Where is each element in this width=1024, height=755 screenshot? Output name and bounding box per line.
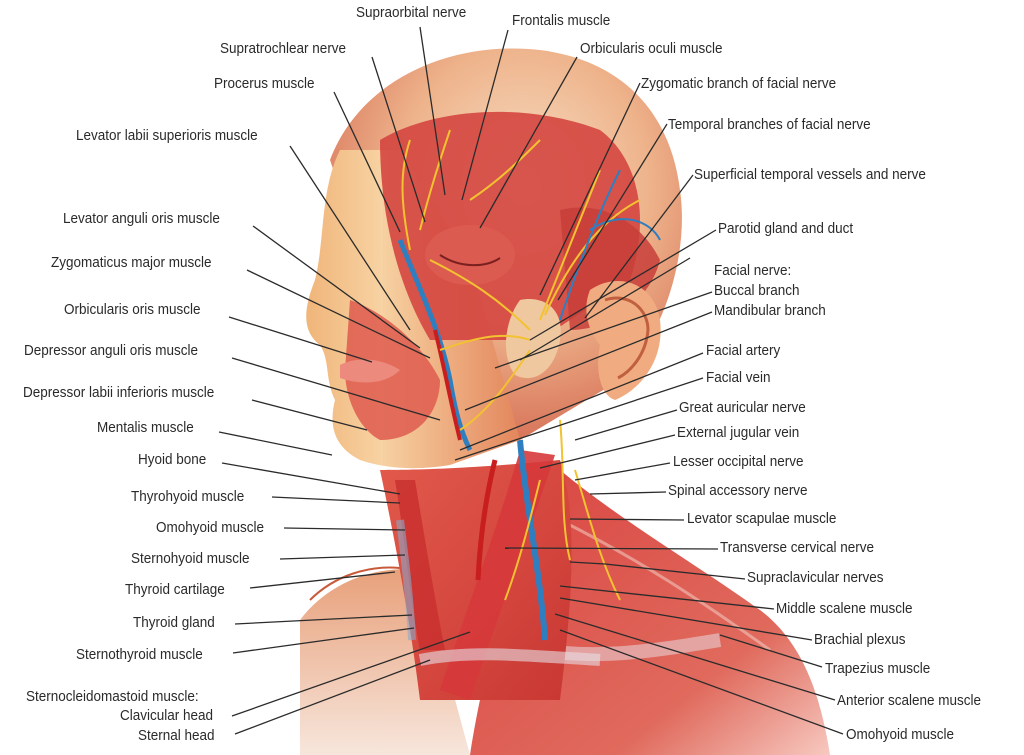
label-parotid-gland-duct: Parotid gland and duct — [718, 220, 854, 237]
label-hyoid-bone: Hyoid bone — [138, 451, 207, 468]
leader-line-spinal-accessory-nerve — [589, 491, 667, 495]
label-zygomatic-branch-facial-nerve: Zygomatic branch of facial nerve — [641, 75, 837, 92]
label-great-auricular-nerve: Great auricular nerve — [679, 399, 806, 416]
label-anterior-scalene-muscle: Anterior scalene muscle — [837, 692, 982, 709]
label-omohyoid-muscle-left: Omohyoid muscle — [156, 519, 265, 536]
leader-line-thyroid-gland — [234, 614, 413, 625]
leader-line-great-auricular-nerve — [574, 409, 678, 441]
label-frontalis-muscle: Frontalis muscle — [512, 12, 611, 29]
label-levator-anguli-oris: Levator anguli oris muscle — [63, 210, 220, 227]
leader-line-external-jugular-vein — [539, 434, 676, 469]
leader-line-temporal-branches-facial-nerve — [557, 123, 668, 301]
leader-line-sternothyroid-muscle — [232, 627, 415, 654]
leader-line-facial-nerve — [519, 257, 691, 361]
label-omohyoid-muscle-right: Omohyoid muscle — [846, 726, 955, 743]
neck-muscles — [380, 419, 621, 700]
label-middle-scalene-muscle: Middle scalene muscle — [776, 600, 913, 617]
leader-line-levator-anguli-oris — [252, 225, 421, 349]
label-facial-vein: Facial vein — [706, 369, 771, 386]
leader-line-scm-sternal-head — [234, 659, 431, 735]
label-sternocleidomastoid-muscle: Sternocleidomastoid muscle: — [26, 688, 199, 705]
leader-line-transverse-cervical-nerve — [504, 547, 719, 550]
label-sternohyoid-muscle: Sternohyoid muscle — [131, 550, 250, 567]
label-transverse-cervical-nerve: Transverse cervical nerve — [720, 539, 875, 556]
leader-line-orbicularis-oculi-muscle — [479, 56, 578, 229]
label-levator-scapulae-muscle: Levator scapulae muscle — [687, 510, 837, 527]
label-spinal-accessory-nerve: Spinal accessory nerve — [668, 482, 808, 499]
label-mandibular-branch: Mandibular branch — [714, 302, 826, 319]
leader-line-omohyoid-muscle-left — [283, 527, 406, 531]
leader-line-zygomatic-branch-facial-nerve — [539, 82, 641, 296]
leader-line-supraorbital-nerve — [419, 26, 446, 196]
leader-line-omohyoid-muscle-right — [559, 629, 844, 735]
label-depressor-labii-inferioris: Depressor labii inferioris muscle — [23, 384, 215, 401]
label-orbicularis-oculi-muscle: Orbicularis oculi muscle — [580, 40, 723, 57]
leader-line-supratrochlear-nerve — [371, 56, 426, 223]
leader-line-facial-artery — [459, 352, 704, 451]
leader-line-buccal-branch — [494, 291, 713, 369]
label-thyroid-gland: Thyroid gland — [133, 614, 215, 631]
label-sternothyroid-muscle: Sternothyroid muscle — [76, 646, 203, 663]
leader-line-levator-scapulae-muscle — [569, 518, 685, 521]
leader-line-facial-vein — [454, 377, 704, 461]
label-lesser-occipital-nerve: Lesser occipital nerve — [673, 453, 804, 470]
label-orbicularis-oris: Orbicularis oris muscle — [64, 301, 201, 318]
facial-muscles — [340, 111, 660, 440]
leader-line-mentalis-muscle — [218, 431, 333, 456]
label-thyrohyoid-muscle: Thyrohyoid muscle — [131, 488, 245, 505]
label-procerus-muscle: Procerus muscle — [214, 75, 315, 92]
leader-line-zygomaticus-major — [246, 269, 431, 359]
label-supratrochlear-nerve: Supratrochlear nerve — [220, 40, 347, 57]
leader-line-mandibular-branch — [464, 311, 713, 411]
label-scm-clavicular-head: Clavicular head — [120, 707, 214, 724]
leader-lines — [218, 26, 844, 735]
leader-line-sternohyoid-muscle — [279, 554, 406, 560]
leader-line-anterior-scalene-muscle — [554, 613, 836, 701]
label-facial-artery: Facial artery — [706, 342, 781, 359]
leader-line-trapezius-muscle — [719, 634, 823, 668]
leader-line-depressor-labii-inferioris — [251, 399, 368, 431]
label-levator-labii-superioris: Levator labii superioris muscle — [76, 127, 258, 144]
leader-line-lesser-occipital-nerve — [574, 462, 671, 481]
leader-line-frontalis-muscle — [461, 29, 509, 201]
label-supraorbital-nerve: Supraorbital nerve — [356, 4, 467, 21]
ear — [586, 281, 661, 400]
leader-line-thyrohyoid-muscle — [271, 496, 401, 504]
label-depressor-anguli-oris: Depressor anguli oris muscle — [24, 342, 199, 359]
label-facial-nerve: Facial nerve: — [714, 262, 792, 279]
label-scm-sternal-head: Sternal head — [138, 727, 215, 744]
leader-line-orbicularis-oris — [228, 316, 373, 363]
leader-line-procerus-muscle — [333, 91, 401, 233]
label-mentalis-muscle: Mentalis muscle — [97, 419, 194, 436]
label-trapezius-muscle: Trapezius muscle — [825, 660, 931, 677]
leader-line-middle-scalene-muscle — [559, 585, 775, 610]
label-brachial-plexus: Brachial plexus — [814, 631, 906, 648]
leader-line-hyoid-bone — [221, 462, 401, 495]
leader-line-thyroid-cartilage — [249, 571, 396, 589]
label-external-jugular-vein: External jugular vein — [677, 424, 800, 441]
leader-line-scm-clavicular-head — [231, 631, 471, 717]
leader-line-levator-labii-superioris — [289, 145, 411, 331]
leader-line-depressor-anguli-oris — [231, 357, 441, 421]
leader-line-parotid-gland-duct — [529, 229, 717, 341]
leader-line-brachial-plexus — [559, 597, 813, 641]
label-buccal-branch: Buccal branch — [714, 282, 800, 299]
label-supraclavicular-nerves: Supraclavicular nerves — [747, 569, 884, 586]
label-superficial-temporal-vessels: Superficial temporal vessels and nerve — [694, 166, 926, 183]
leader-line-superficial-temporal-vessels — [584, 174, 694, 319]
leader-line-supraclavicular-nerves — [569, 561, 746, 580]
label-temporal-branches-facial-nerve: Temporal branches of facial nerve — [668, 116, 871, 133]
label-zygomaticus-major: Zygomaticus major muscle — [51, 254, 212, 271]
label-thyroid-cartilage: Thyroid cartilage — [125, 581, 225, 598]
